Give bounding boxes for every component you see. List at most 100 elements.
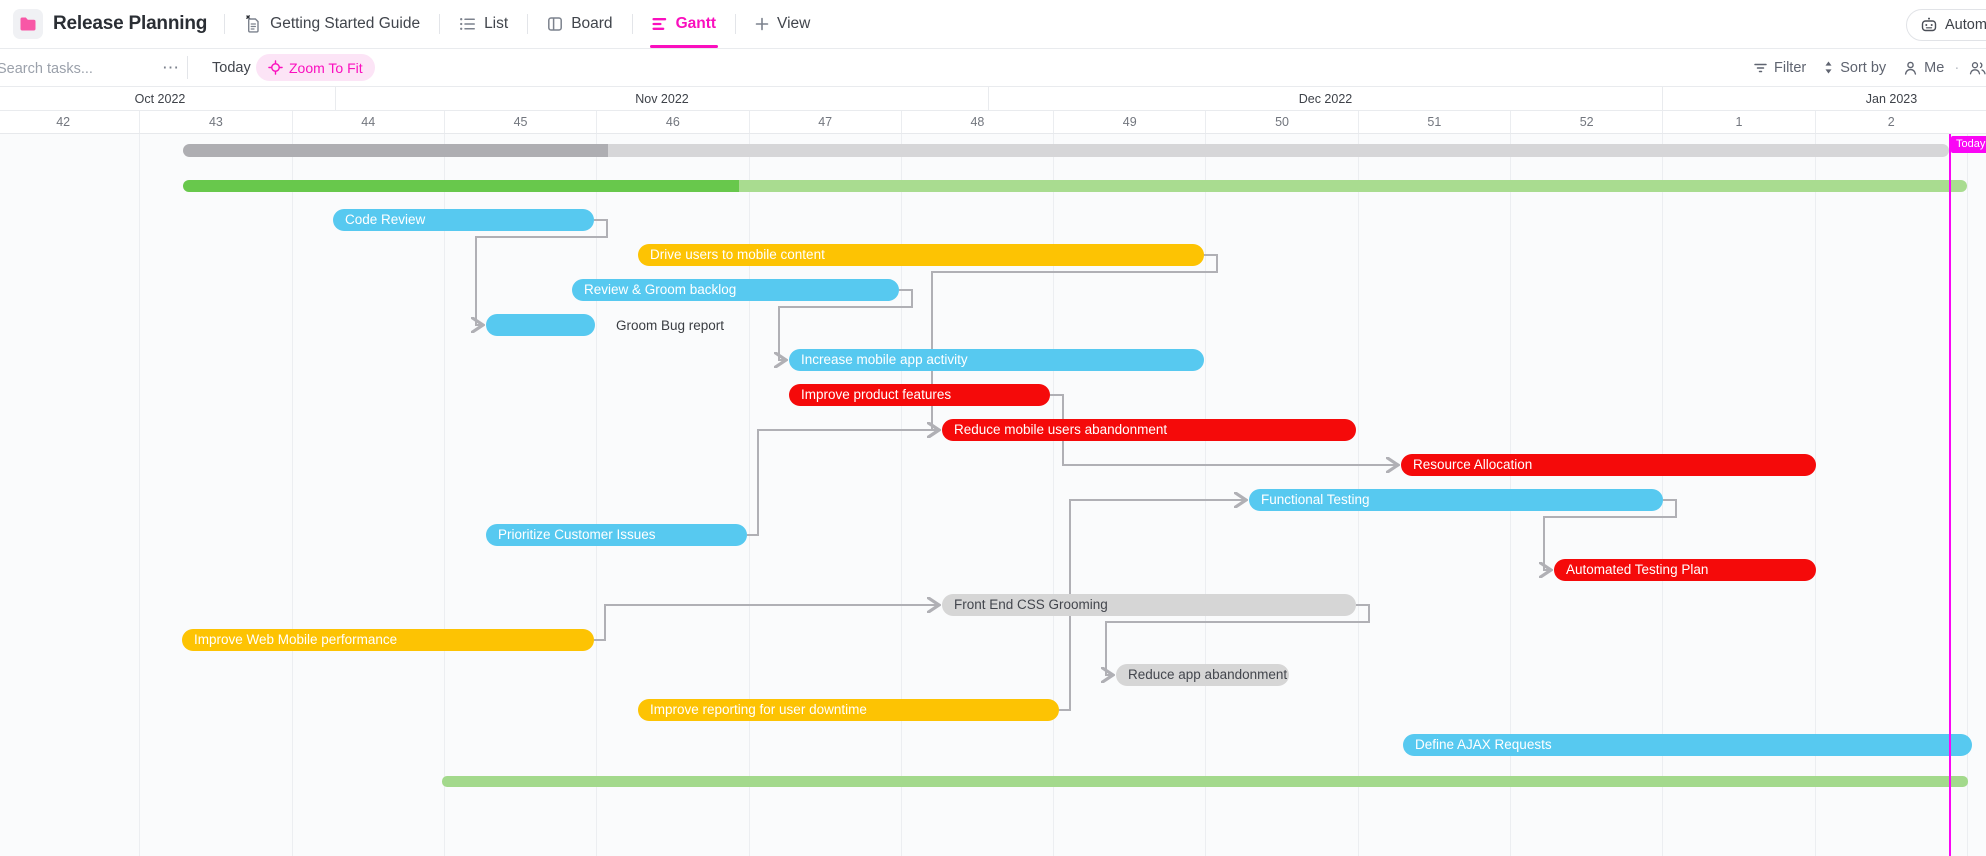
toolbar-divider — [187, 56, 188, 79]
task-bar-front-end-css-grooming[interactable]: Front End CSS Grooming — [942, 594, 1356, 616]
week-gridline — [291, 134, 293, 856]
person-icon — [1903, 60, 1918, 76]
task-bar-code-review[interactable]: Code Review — [333, 209, 594, 231]
plus-icon — [755, 17, 769, 31]
week-gridline — [596, 134, 598, 856]
week-gridline — [1053, 134, 1055, 856]
week-gridline — [1966, 134, 1968, 856]
space-folder-chip[interactable] — [13, 9, 43, 39]
me-filter-button[interactable]: Me — [1903, 60, 1944, 76]
task-bar-resource-allocation[interactable]: Resource Allocation — [1401, 454, 1816, 476]
tab-label: View — [777, 15, 811, 32]
tab-view[interactable]: View — [745, 0, 820, 48]
task-bar-increase-mobile-activity[interactable]: Increase mobile app activity — [789, 349, 1204, 371]
tab-list[interactable]: List — [449, 0, 518, 48]
zoom-to-fit-icon — [268, 60, 283, 75]
sort-by-button[interactable]: Sort by — [1823, 60, 1886, 76]
tab-board[interactable]: Board — [537, 0, 622, 48]
week-header-44: 44 — [291, 111, 444, 133]
month-header-oct-2022: Oct 2022 — [134, 91, 186, 106]
tab-divider — [735, 14, 737, 34]
me-label: Me — [1924, 59, 1945, 76]
tab-divider — [631, 14, 633, 34]
progress-gray — [183, 144, 608, 157]
tab-divider — [439, 14, 441, 34]
week-header-2: 2 — [1814, 111, 1967, 133]
task-bar-review-groom-backlog[interactable]: Review & Groom backlog — [572, 279, 899, 301]
filter-icon — [1753, 61, 1768, 75]
filter-button[interactable]: Filter — [1753, 60, 1806, 76]
folder-icon — [19, 16, 37, 32]
month-header-dec-2022: Dec 2022 — [988, 87, 1662, 110]
task-bar-improve-reporting[interactable]: Improve reporting for user downtime — [638, 699, 1059, 721]
task-bar-functional-testing[interactable]: Functional Testing — [1249, 489, 1663, 511]
week-gridline — [900, 134, 902, 856]
tab-gantt[interactable]: Gantt — [642, 0, 726, 48]
filter-label: Filter — [1774, 59, 1807, 76]
week-header-42: 42 — [56, 115, 71, 129]
month-header-jan-2023: Jan 2023 — [1662, 87, 1986, 110]
task-bar-reduce-mobile-abandonment[interactable]: Reduce mobile users abandonment — [942, 419, 1356, 441]
dot-separator: · — [1954, 59, 1960, 76]
automate-button[interactable]: Automate — [1906, 9, 1986, 41]
week-header-48: 48 — [900, 111, 1053, 133]
task-bar-drive-users[interactable]: Drive users to mobile content — [638, 244, 1204, 266]
week-header-50: 50 — [1205, 111, 1357, 133]
zoom-to-fit-button[interactable]: Zoom To Fit — [256, 54, 375, 81]
week-header-1: 1 — [1662, 111, 1814, 133]
week-gridline — [443, 134, 445, 856]
task-bar-improve-web-mobile[interactable]: Improve Web Mobile performance — [182, 629, 594, 651]
today-button[interactable]: Today — [212, 59, 251, 76]
sort-by-label: Sort by — [1840, 59, 1887, 76]
week-gridline — [748, 134, 750, 856]
week-header-51: 51 — [1357, 111, 1510, 133]
month-header-nov-2022: Nov 2022 — [335, 87, 988, 110]
week-header-52: 52 — [1510, 111, 1662, 133]
week-gridline — [139, 134, 141, 856]
doc-pin-icon — [244, 14, 262, 34]
today-line — [1949, 134, 1951, 856]
task-label-groom-bug-report: Groom Bug report — [616, 318, 725, 333]
tabs-container: Getting Started Guide List Board Gantt View — [215, 0, 820, 48]
tab-label: List — [484, 15, 509, 32]
week-header-46: 46 — [596, 111, 748, 133]
progress-green-top — [183, 180, 739, 192]
week-gridline — [1662, 134, 1664, 856]
list-icon — [459, 16, 476, 32]
toolbar-right-group: Filter Sort by Me · Assignee — [1753, 49, 1986, 86]
gantt-icon — [652, 16, 668, 32]
tab-label: Getting Started Guide — [270, 15, 421, 32]
task-bar-define-ajax-requests[interactable]: Define AJAX Requests — [1403, 734, 1972, 756]
week-header-49: 49 — [1053, 111, 1205, 133]
tab-divider — [224, 14, 226, 34]
people-icon — [1969, 60, 1986, 76]
progress-gray — [608, 144, 1949, 157]
robot-icon — [1920, 16, 1938, 34]
task-bar-groom-bug-report[interactable] — [486, 314, 595, 336]
week-gridline — [1814, 134, 1816, 856]
task-bar-improve-product-features[interactable]: Improve product features — [789, 384, 1050, 406]
task-bar-reduce-app-abandonment[interactable]: Reduce app abandonment — [1116, 664, 1289, 686]
automate-label: Automate — [1945, 17, 1986, 33]
search-input[interactable] — [0, 53, 169, 84]
week-header-43: 43 — [139, 111, 291, 133]
assignee-button[interactable]: Assignee — [1969, 60, 1986, 76]
tab-guide[interactable]: Getting Started Guide — [234, 0, 430, 48]
page-title: Release Planning — [53, 13, 208, 34]
week-header-45: 45 — [443, 111, 596, 133]
task-bar-prioritize-customer-issues[interactable]: Prioritize Customer Issues — [486, 524, 747, 546]
tab-divider — [527, 14, 529, 34]
more-options-button[interactable]: ⋯ — [162, 57, 180, 77]
gantt-toolbar: ⋯ Today Zoom To Fit Filter Sort by Me · — [0, 49, 1986, 87]
zoom-to-fit-label: Zoom To Fit — [289, 59, 363, 76]
board-icon — [547, 16, 563, 32]
week-header-47: 47 — [748, 111, 901, 133]
tab-label: Gantt — [675, 15, 717, 32]
tab-label: Board — [571, 15, 613, 32]
week-row-border — [0, 133, 1986, 134]
active-tab-underline — [649, 45, 719, 48]
task-bar-automated-testing-plan[interactable]: Automated Testing Plan — [1554, 559, 1816, 581]
view-tab-bar: Release Planning Getting Started Guide Li… — [0, 0, 1986, 49]
